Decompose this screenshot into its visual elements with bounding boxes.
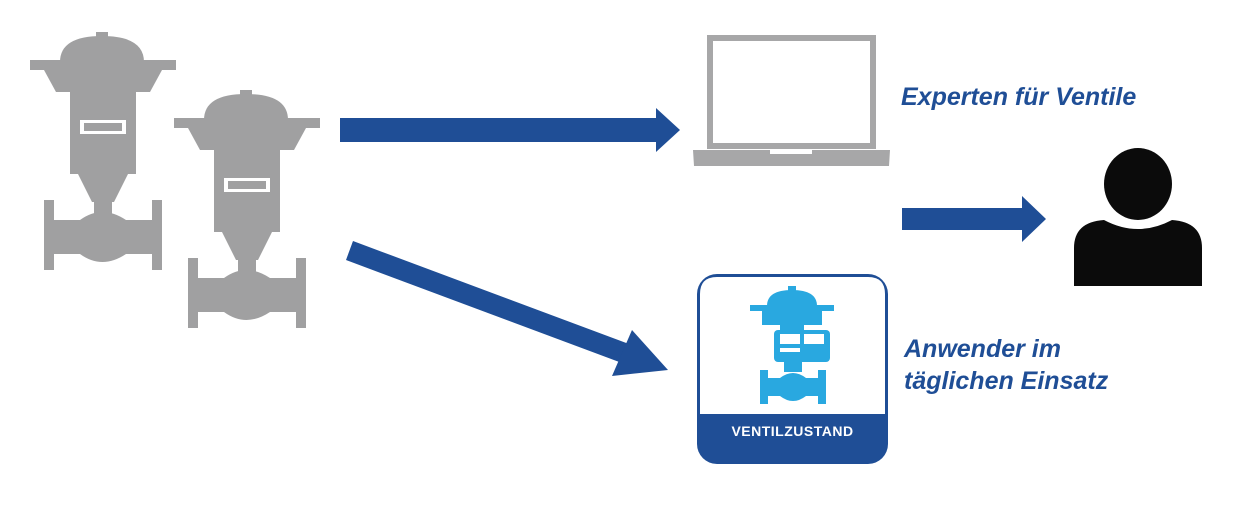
- arrow-to-app: [346, 241, 668, 376]
- experts-label: Experten für Ventile: [901, 83, 1137, 111]
- control-valve-back-icon: [30, 32, 176, 270]
- control-valve-front-icon: [174, 90, 320, 328]
- arrow-to-person: [902, 196, 1046, 242]
- valve-app-icon[interactable]: [697, 274, 888, 464]
- app-valve-glyph: [750, 286, 834, 404]
- users-label-line2: täglichen Einsatz: [904, 367, 1109, 395]
- arrow-to-laptop: [340, 108, 680, 152]
- laptop-icon: [693, 35, 890, 166]
- app-caption: VENTILZUSTAND: [731, 423, 854, 439]
- users-label-line1: Anwender im: [904, 335, 1061, 363]
- person-icon: [1074, 148, 1202, 286]
- users-label: Anwender im täglichen Einsatz: [904, 333, 1108, 397]
